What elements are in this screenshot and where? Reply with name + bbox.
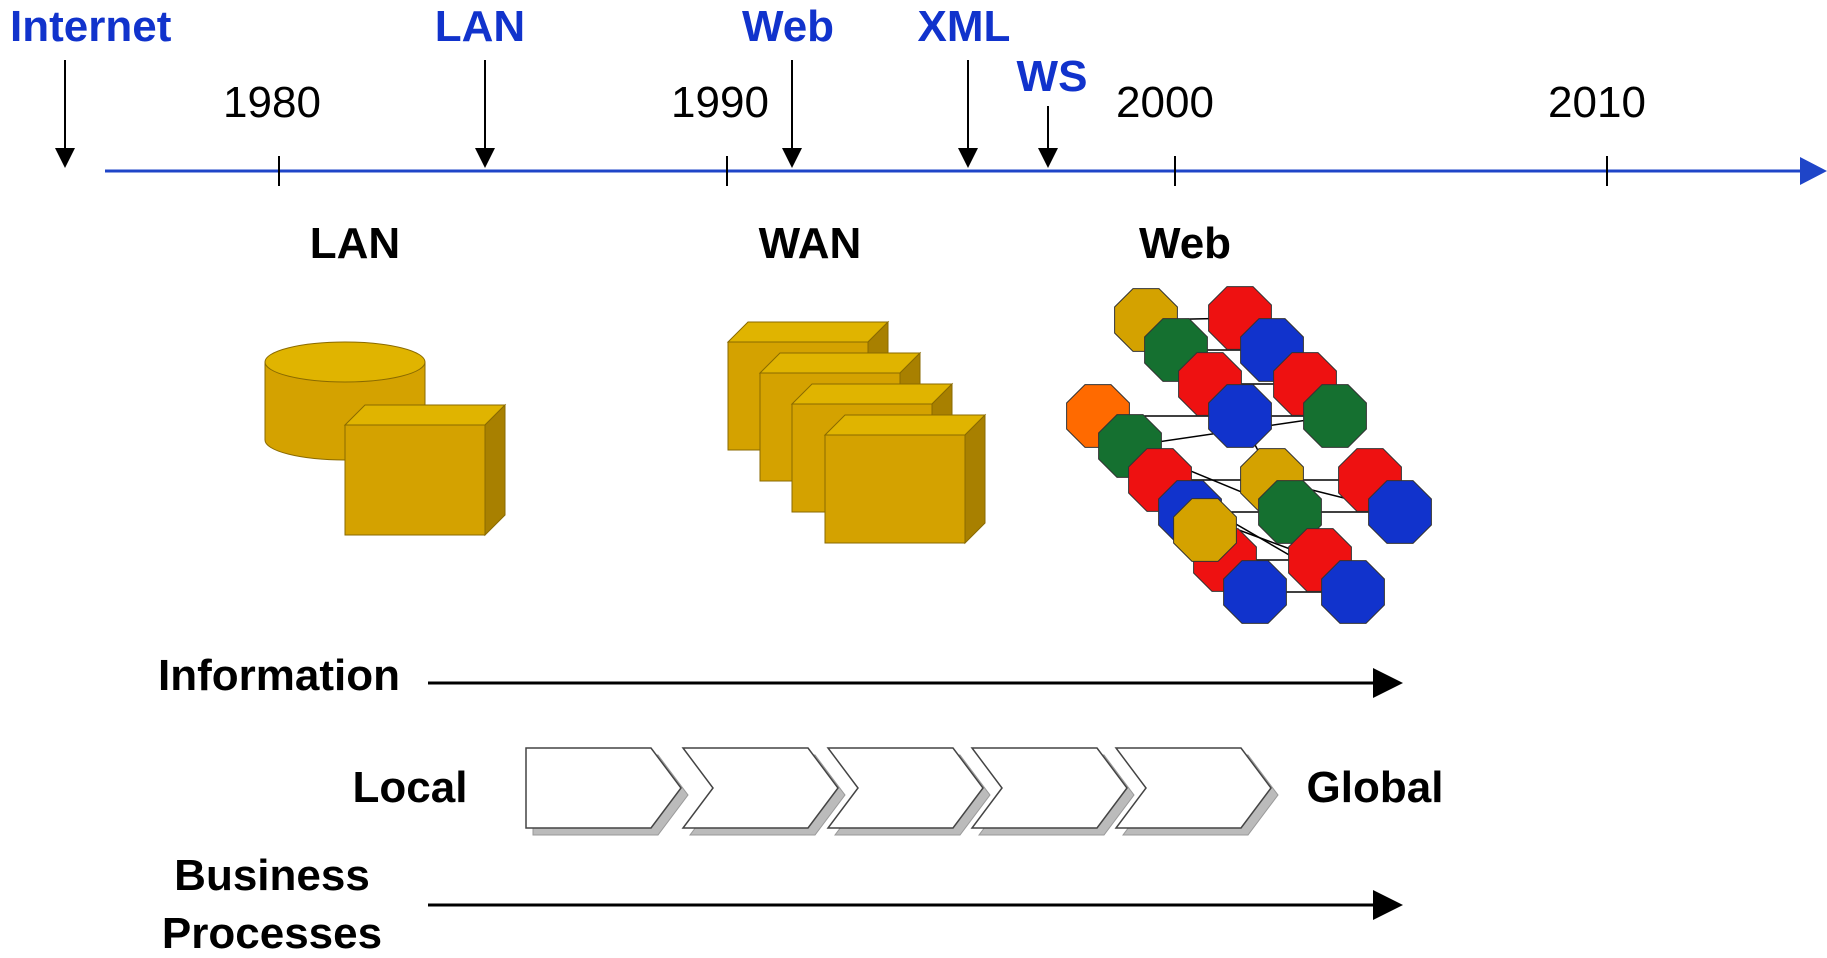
global-label: Global bbox=[1307, 763, 1444, 812]
chevron-arrow-icon bbox=[525, 747, 689, 836]
business-label-line1: Business bbox=[174, 851, 370, 900]
year-label: 1990 bbox=[671, 78, 769, 127]
local-label: Local bbox=[353, 763, 468, 812]
chevron-arrow-icon bbox=[970, 747, 1135, 836]
year-label: 2000 bbox=[1116, 78, 1214, 127]
chevron-arrow-icon bbox=[681, 747, 846, 836]
information-label: Information bbox=[158, 651, 400, 700]
year-label: 2010 bbox=[1548, 78, 1646, 127]
network-mesh-icon bbox=[1066, 286, 1432, 624]
mesh-node bbox=[1173, 498, 1237, 562]
year-label: 1980 bbox=[223, 78, 321, 127]
event-label-web: Web bbox=[742, 2, 834, 51]
mesh-node bbox=[1321, 560, 1385, 624]
timeline: 1980 1990 2000 2010 Internet LAN Web XML… bbox=[10, 2, 1827, 186]
era-label-lan: LAN bbox=[310, 219, 400, 268]
server-box bbox=[823, 413, 987, 545]
era-label-wan: WAN bbox=[759, 219, 862, 268]
chevron-arrow-icon bbox=[826, 747, 991, 836]
chevron-arrow-icon bbox=[1114, 747, 1279, 836]
event-label-ws: WS bbox=[1017, 52, 1088, 101]
timeline-arrowhead-icon bbox=[1800, 157, 1827, 185]
process-chevrons bbox=[525, 747, 1279, 836]
database-server-icon bbox=[264, 341, 507, 537]
mesh-node bbox=[1303, 384, 1367, 448]
mesh-node bbox=[1208, 384, 1272, 448]
business-label-line2: Processes bbox=[162, 909, 382, 958]
mesh-node bbox=[1368, 480, 1432, 544]
mesh-node bbox=[1223, 560, 1287, 624]
event-label-internet: Internet bbox=[10, 2, 172, 51]
server-stack-icon bbox=[726, 320, 987, 545]
era-label-web: Web bbox=[1139, 219, 1231, 268]
event-label-lan: LAN bbox=[435, 2, 525, 51]
event-label-xml: XML bbox=[918, 2, 1011, 51]
